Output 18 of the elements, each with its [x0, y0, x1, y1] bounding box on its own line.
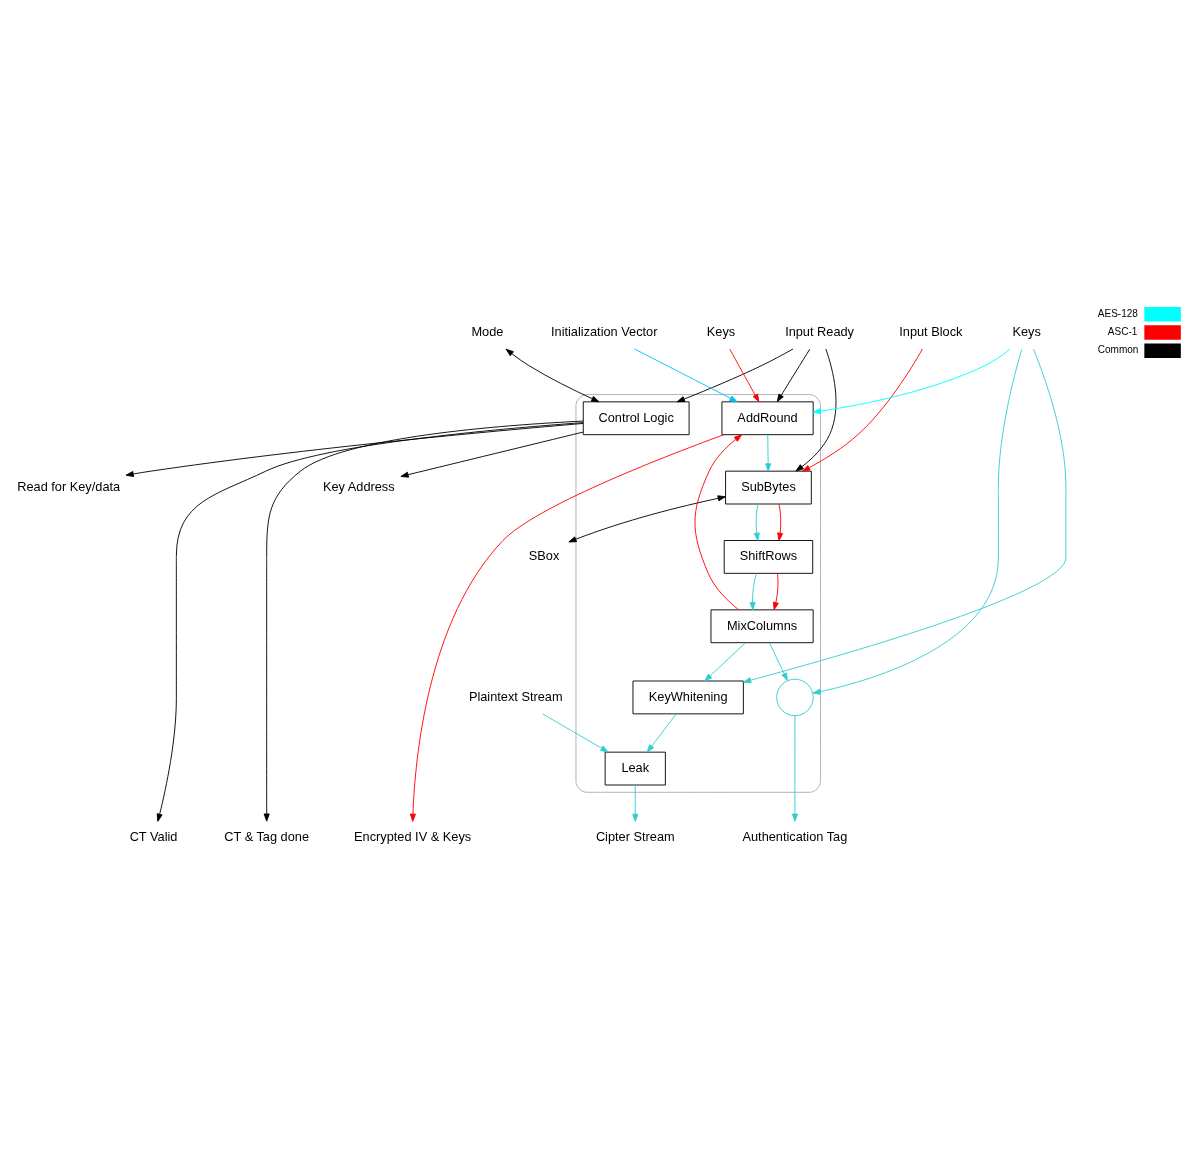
- node-text: Read for Key/data: [17, 478, 121, 494]
- node-text: Authentication Tag: [742, 828, 848, 844]
- node-text: Cipter Stream: [595, 828, 675, 844]
- node-text: Key Address: [322, 478, 395, 494]
- node-text: Keys: [1012, 323, 1041, 339]
- node-text: Initialization Vector: [551, 323, 658, 339]
- legend-label: ASC-1: [1107, 325, 1138, 337]
- node-text: Keys: [706, 323, 736, 339]
- legend-label: Common: [1097, 343, 1139, 355]
- node-text: Encrypted IV & Keys: [354, 828, 472, 844]
- node-text: CT Valid: [129, 828, 178, 844]
- node-text: Plaintext Stream: [468, 688, 563, 704]
- node-text: CT & Tag done: [224, 828, 310, 844]
- node-text: Mode: [471, 323, 504, 339]
- legend-label: AES-128: [1097, 307, 1138, 319]
- node-text: SBox: [528, 547, 560, 563]
- node-text: Input Ready: [785, 323, 854, 339]
- node-text: Input Block: [899, 323, 963, 339]
